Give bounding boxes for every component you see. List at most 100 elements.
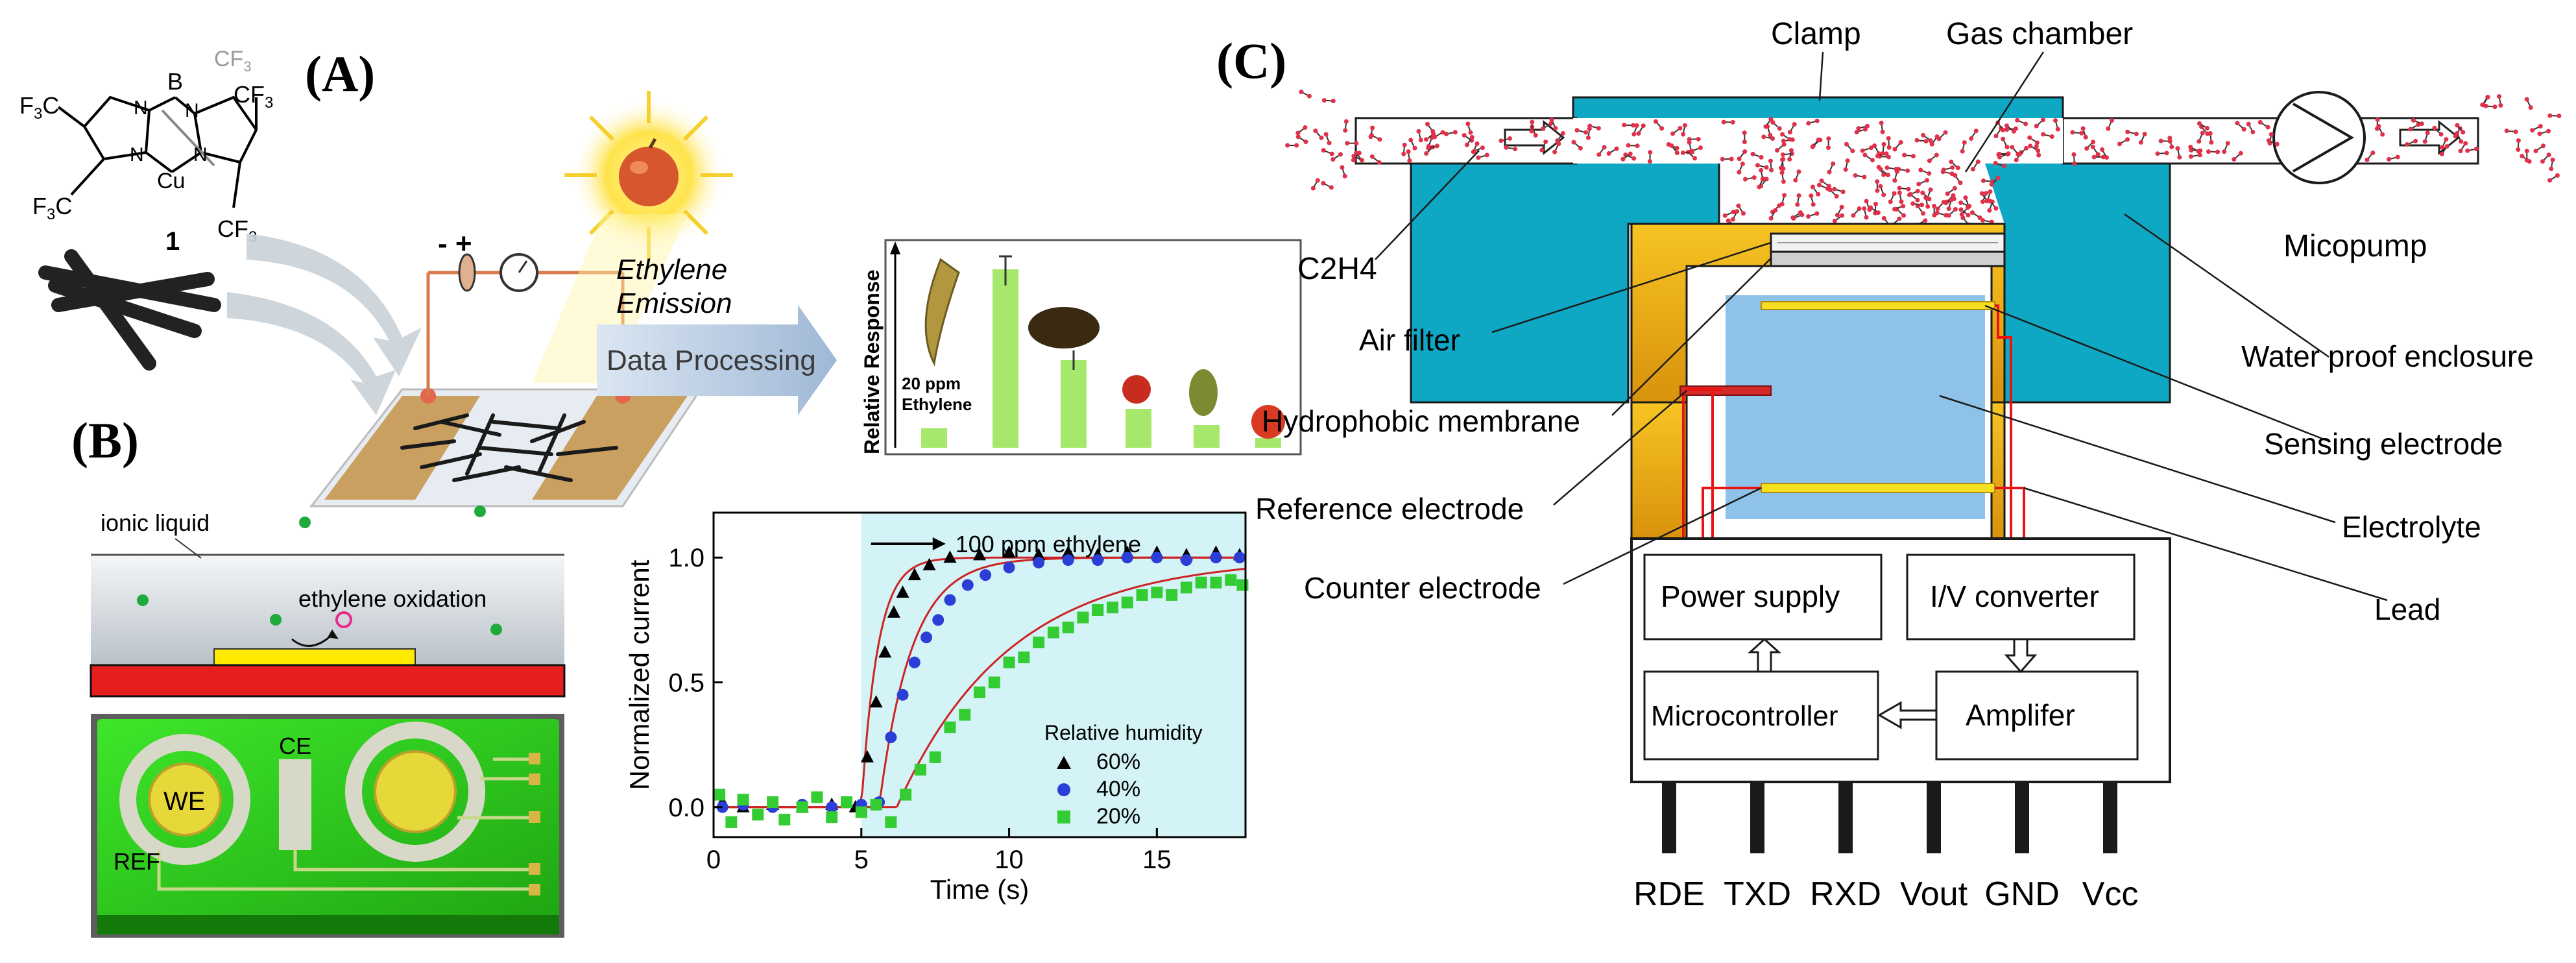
counter-electrode	[279, 759, 311, 850]
water-proof-enclosure-label: Water proof enclosure	[2241, 339, 2534, 373]
data-point-20pct-12	[885, 816, 897, 828]
legend-marker-0	[1057, 756, 1071, 769]
data-point-20pct-8	[826, 811, 838, 823]
leader-lines	[1375, 51, 2388, 602]
electrode-we-label: WE	[163, 787, 205, 816]
inset-annotation-line1: 20 ppm	[902, 374, 961, 393]
pin-gnd: GND	[1984, 875, 2060, 913]
data-point-40pct-14	[980, 569, 992, 581]
data-point-40pct-11	[932, 614, 945, 626]
annotation-arrow-head	[932, 537, 946, 550]
compound-number: 1	[165, 227, 180, 256]
data-point-20pct-10	[855, 806, 867, 818]
atom-cu: Cu	[157, 169, 185, 193]
relative-response-inset: Relative Response 20 ppm Ethylene	[860, 239, 1302, 456]
data-point-20pct-33	[1195, 576, 1207, 589]
data-point-60pct-8	[878, 645, 892, 658]
inset-annotation-line2: Ethylene	[902, 395, 972, 414]
hydrophobic-membrane	[1770, 250, 2006, 267]
inset-ylabel: Relative Response	[860, 269, 884, 454]
data-point-40pct-17	[1062, 554, 1074, 567]
y-axis-label: Normalized current	[624, 559, 655, 790]
y-tick-label: 0.0	[668, 794, 704, 822]
oxidized-molecule	[335, 611, 352, 628]
atom-cf3-right: CF3	[234, 81, 273, 112]
ionic-liquid-label: ionic liquid	[101, 509, 210, 536]
panel-a: (A) F3C F3C CF3 CF3 CF3 B N N N N Cu 1	[19, 45, 1302, 507]
data-point-40pct-21	[1180, 554, 1192, 567]
data-point-60pct-14	[973, 548, 986, 561]
gas-chamber	[1573, 118, 2063, 224]
electrode-ce-label: CE	[279, 733, 311, 759]
data-point-20pct-18	[974, 686, 985, 698]
data-point-20pct-4	[767, 796, 779, 809]
legend-entry-0: 60%	[1096, 750, 1140, 774]
legend-marker-1	[1057, 783, 1070, 796]
data-processing-label: Data Processing	[607, 345, 816, 376]
ionic-liquid-cross-section	[90, 506, 566, 698]
c2h4-label: C2H4	[1297, 252, 1377, 286]
data-point-60pct-16	[1032, 548, 1046, 561]
data-point-20pct-9	[841, 796, 852, 809]
data-point-20pct-25	[1077, 611, 1089, 624]
y-tick-label: 1.0	[668, 544, 704, 572]
microcontroller-box	[1643, 670, 1879, 761]
ethylene-emission-line1: Ethylene	[616, 254, 727, 286]
chart-frame	[712, 511, 1247, 838]
atom-f3-top-left: F3C	[19, 92, 59, 123]
data-point-20pct-36	[1236, 579, 1249, 591]
power-supply-box	[1643, 554, 1883, 640]
data-point-20pct-31	[1166, 589, 1178, 601]
data-point-20pct-21	[1018, 652, 1030, 664]
curved-arrow-lower	[227, 292, 396, 415]
sensor-device: - +	[309, 228, 703, 507]
data-point-60pct-12	[922, 557, 936, 570]
curved-arrow-upper	[247, 234, 422, 376]
data-point-40pct-7	[885, 731, 897, 744]
fruit-apple-2	[1251, 405, 1285, 439]
data-point-20pct-7	[811, 791, 823, 803]
leads	[1682, 304, 2025, 545]
data-point-20pct-1	[725, 816, 738, 828]
atom-n4: N	[193, 144, 208, 165]
data-point-20pct-3	[752, 809, 764, 821]
pin-txd: TXD	[1724, 875, 1791, 913]
data-point-60pct-7	[869, 695, 883, 708]
data-point-20pct-28	[1121, 596, 1133, 609]
panel-a-label: (A)	[305, 45, 375, 102]
panel-c: (C)	[1216, 17, 2562, 913]
legend-entry-1: 40%	[1096, 777, 1140, 801]
data-point-60pct-6	[860, 750, 874, 762]
x-axis-label: Time (s)	[930, 874, 1029, 905]
power-supply-label: Power supply	[1661, 579, 1840, 613]
inset-bar-4	[1125, 409, 1151, 448]
pin-rde: RDE	[1633, 875, 1705, 913]
counter-electrode-label: Counter electrode	[1304, 571, 1541, 605]
ethylene-emitting-apple	[532, 91, 733, 383]
data-point-60pct-9	[887, 605, 900, 618]
working-electrode	[148, 762, 222, 836]
data-point-20pct-6	[796, 801, 808, 813]
data-point-60pct-10	[896, 585, 909, 598]
fruit-pear	[1189, 369, 1218, 416]
data-point-20pct-24	[1062, 621, 1074, 633]
sensor-chip-photo	[91, 714, 564, 938]
inset-bar-3	[1061, 360, 1087, 448]
atom-b: B	[167, 68, 183, 95]
fruit-avocado	[1028, 307, 1100, 348]
data-point-20pct-0	[714, 788, 726, 801]
atom-f3-bottom-left: F3C	[32, 193, 72, 223]
panel-c-label: (C)	[1216, 32, 1286, 89]
legend-title: Relative humidity	[1044, 721, 1203, 744]
data-point-20pct-17	[959, 709, 971, 721]
data-point-60pct-13	[943, 550, 957, 563]
reference-electrode-label: Reference electrode	[1255, 492, 1524, 526]
atom-n3: N	[185, 100, 199, 121]
counter-electrode-bar	[1761, 483, 1995, 493]
atom-cf3-top-gray: CF3	[214, 47, 252, 75]
inset-bar-1	[921, 428, 947, 448]
data-point-20pct-22	[1033, 637, 1045, 648]
data-point-20pct-30	[1151, 587, 1163, 599]
hydrophobic-membrane-label: Hydrophobic membrane	[1262, 404, 1580, 438]
